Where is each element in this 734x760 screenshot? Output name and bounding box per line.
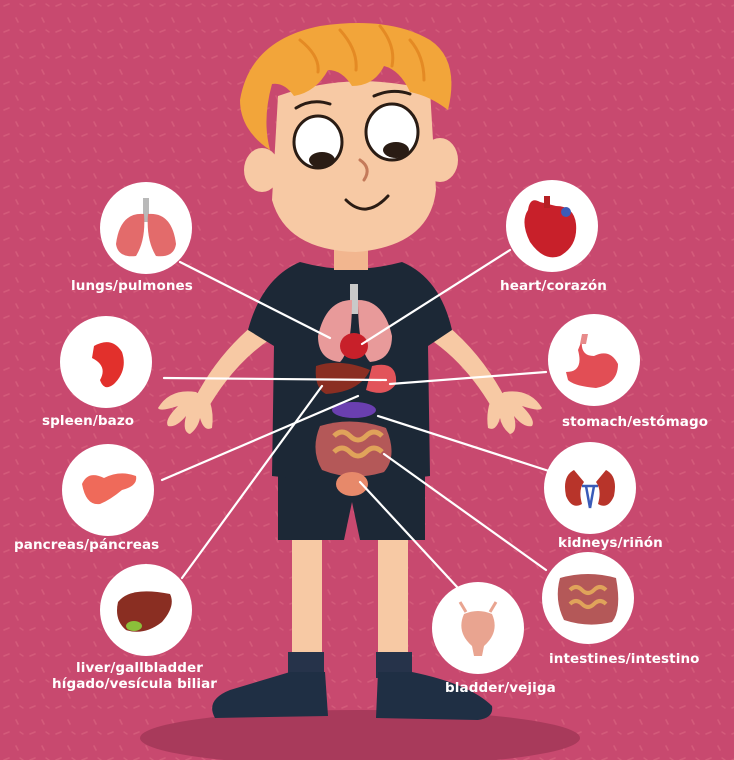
stomach-icon — [548, 314, 640, 406]
heart-icon — [506, 180, 598, 272]
left-leg — [292, 540, 322, 660]
kidneys-icon — [544, 442, 636, 534]
intestines-icon — [542, 552, 634, 644]
label-spleen: spleen/bazo — [42, 413, 134, 429]
right-leg — [378, 540, 408, 660]
right-pupil — [383, 142, 409, 158]
label-pancreas: pancreas/páncreas — [14, 537, 159, 553]
label-liver-line1: liver/gallbladder — [76, 660, 203, 676]
spleen-icon — [60, 316, 152, 408]
torso-heart — [340, 333, 368, 359]
bladder-icon — [432, 582, 524, 674]
lungs-icon — [100, 182, 192, 274]
label-kidneys: kidneys/riñón — [558, 535, 663, 551]
label-stomach: stomach/estómago — [562, 414, 708, 430]
left-pupil — [309, 152, 335, 168]
pancreas-icon — [62, 444, 154, 536]
label-lungs: lungs/pulmones — [71, 278, 193, 294]
label-intestines: intestines/intestino — [549, 651, 700, 667]
label-heart: heart/corazón — [500, 278, 607, 294]
label-liver-line2: hígado/vesícula biliar — [52, 676, 217, 692]
label-bladder: bladder/vejiga — [445, 680, 556, 696]
liver-icon — [100, 564, 192, 656]
